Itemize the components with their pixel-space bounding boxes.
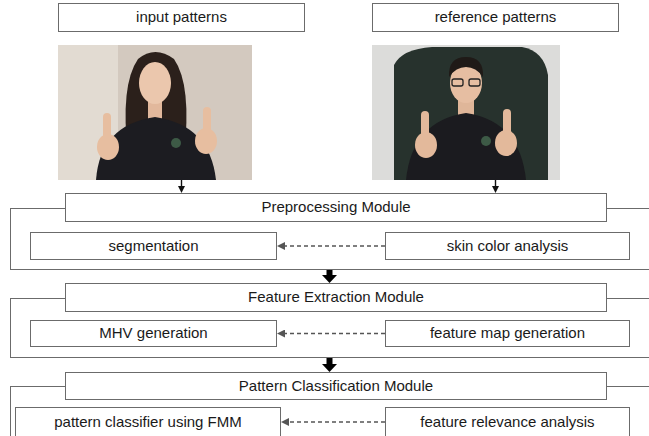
flow-arrow	[495, 180, 496, 186]
process-box: skin color analysis	[385, 232, 630, 260]
flow-arrow	[181, 180, 182, 186]
box-label: Preprocessing Module	[261, 199, 410, 216]
flow-arrow	[285, 333, 385, 334]
process-box: pattern classifier using FMM	[15, 407, 281, 436]
module-band: Preprocessing Module segmentation skin col…	[10, 193, 649, 270]
glasses	[452, 79, 463, 86]
box-label: segmentation	[108, 238, 198, 255]
flow-arrow	[289, 421, 385, 422]
face	[139, 62, 171, 104]
box-label: MHV generation	[99, 325, 207, 342]
box-label: skin color analysis	[447, 238, 569, 255]
photo-wall	[372, 45, 560, 180]
box-label: feature relevance analysis	[420, 414, 594, 431]
photo-wall	[58, 45, 252, 180]
chair	[394, 47, 548, 180]
module-header: Feature Extraction Module	[65, 283, 607, 312]
module-header: Preprocessing Module	[65, 193, 607, 222]
hand	[195, 128, 217, 154]
glasses	[469, 79, 480, 86]
pattern-group: reference patterns	[372, 3, 619, 180]
pattern-group: input patterns	[58, 3, 305, 180]
label-box: input patterns	[58, 3, 305, 32]
hoodie-emblem	[171, 138, 181, 148]
module-band: Pattern Classification Module pattern cla…	[10, 372, 649, 436]
process-box: feature map generation	[385, 320, 630, 347]
process-box: MHV generation	[30, 320, 277, 347]
box-label: feature map generation	[430, 325, 585, 342]
hoodie-emblem	[481, 136, 491, 146]
box-label: pattern classifier using FMM	[54, 414, 242, 431]
hand	[97, 134, 119, 160]
module-band: Feature Extraction ModuleMHV generation f…	[10, 283, 649, 358]
reference-photo	[372, 45, 560, 180]
hand	[495, 130, 517, 156]
box-label: reference patterns	[435, 9, 557, 26]
module-header: Pattern Classification Module	[65, 372, 607, 400]
photo-wall-light	[58, 45, 118, 180]
process-box: feature relevance analysis	[385, 407, 630, 436]
hair	[449, 57, 483, 77]
flow-arrow	[327, 358, 333, 364]
hand	[415, 132, 437, 158]
box-label: Pattern Classification Module	[239, 378, 433, 395]
flow-arrow	[327, 270, 333, 275]
input-photo	[58, 45, 252, 180]
box-label: input patterns	[136, 9, 227, 26]
box-label: Feature Extraction Module	[248, 289, 424, 306]
label-box: reference patterns	[372, 3, 619, 32]
flow-arrow	[285, 245, 385, 246]
process-box: segmentation	[30, 232, 277, 260]
hoodie	[96, 117, 216, 180]
